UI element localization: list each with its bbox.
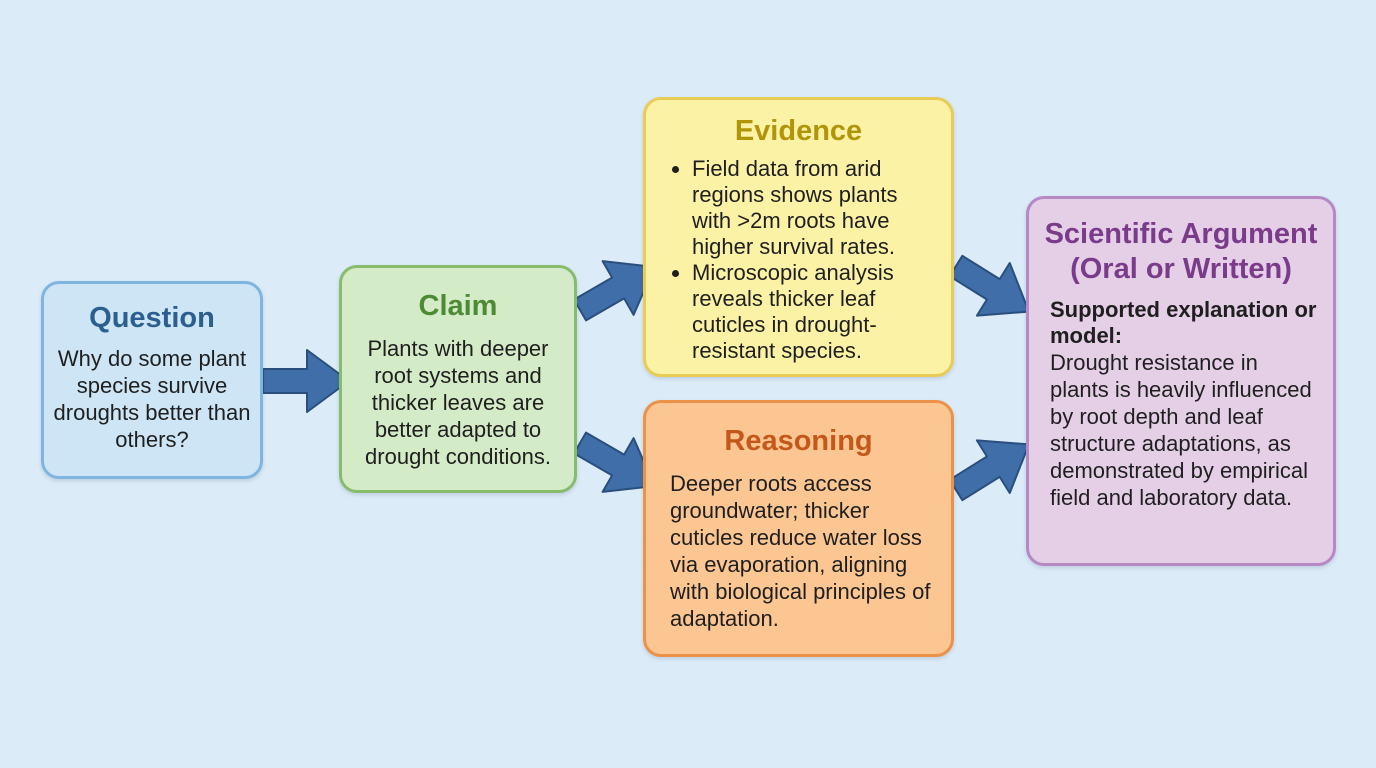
arrow-question-to-claim <box>262 349 350 413</box>
claim-title: Claim <box>418 290 498 322</box>
argument-box: Scientific Argument (Oral or Written) Su… <box>1026 196 1336 566</box>
reasoning-box: Reasoning Deeper roots access groundwate… <box>643 400 954 657</box>
reasoning-title: Reasoning <box>724 425 873 457</box>
question-title: Question <box>89 302 215 334</box>
evidence-item: Field data from arid regions shows plant… <box>692 156 937 260</box>
question-box: Question Why do some plant species survi… <box>41 281 263 479</box>
evidence-title: Evidence <box>734 115 863 147</box>
evidence-box: Evidence Field data from arid regions sh… <box>643 97 954 377</box>
evidence-list: Field data from arid regions shows plant… <box>646 156 951 364</box>
argument-title: Scientific Argument (Oral or Written) <box>1044 218 1318 285</box>
claim-text: Plants with deeper root systems and thic… <box>365 336 551 469</box>
reasoning-text: Deeper roots access groundwater; thicker… <box>670 471 931 631</box>
evidence-item: Microscopic analysis reveals thicker lea… <box>692 260 937 364</box>
argument-text: Drought resistance in plants is heavily … <box>1050 350 1312 510</box>
question-text: Why do some plant species survive drough… <box>53 346 251 452</box>
argument-subtitle: Supported explanation or model: <box>1050 297 1317 348</box>
claim-box: Claim Plants with deeper root systems an… <box>339 265 577 493</box>
